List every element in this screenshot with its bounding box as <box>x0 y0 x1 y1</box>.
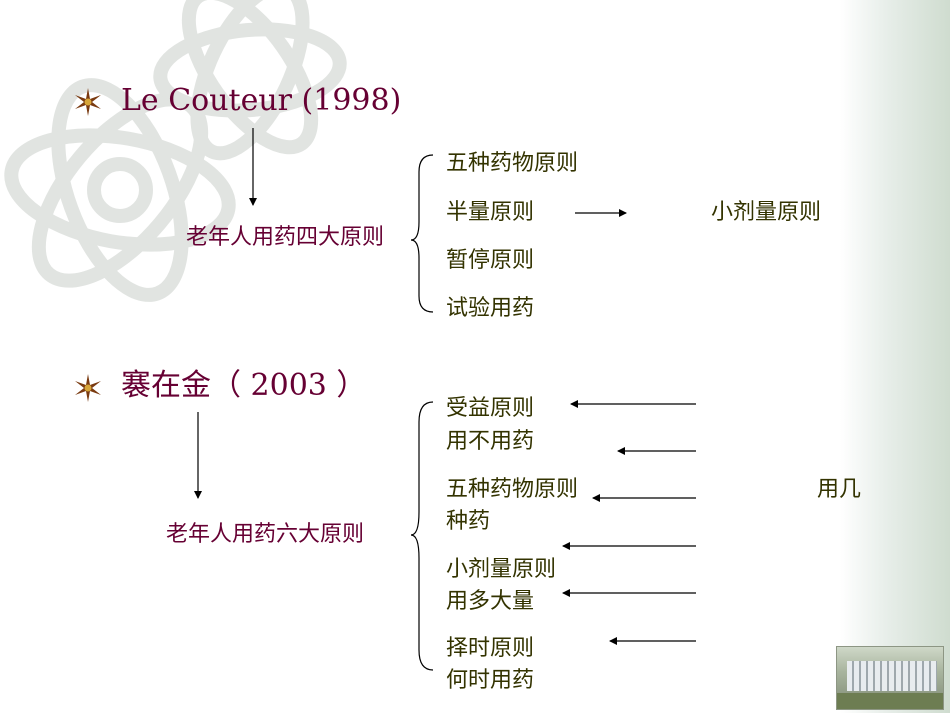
grass-shape <box>837 693 943 709</box>
section2-item-benefit-line2: 用不用药 <box>446 429 535 454</box>
section2-heading: 褰在金（ 2003 ） <box>121 368 367 403</box>
brace-section1 <box>410 154 434 313</box>
section1-item-half-dose: 半量原则 <box>446 200 535 225</box>
background-flower-watermark <box>4 0 347 302</box>
section1-item-low-dose-target: 小剂量原则 <box>711 200 822 225</box>
section2-item-five-drugs: 五种药物原则 <box>446 477 579 502</box>
section1-item-five-drugs: 五种药物原则 <box>446 151 579 176</box>
section1-root-label: 老年人用药四大原则 <box>186 225 385 250</box>
section2-item-timing: 择时原则 <box>446 636 535 661</box>
section2-item-low-dose-line2: 用多大量 <box>446 589 535 614</box>
section2-item-low-dose: 小剂量原则 <box>446 557 557 582</box>
campus-building-thumbnail <box>836 646 944 710</box>
section1-item-trial: 试验用药 <box>446 296 535 321</box>
section2-item-timing-line2: 何时用药 <box>446 668 535 693</box>
background-right-gradient <box>840 0 950 713</box>
starburst-bullet-icon <box>75 88 101 116</box>
section2-root-label: 老年人用药六大原则 <box>166 522 365 547</box>
building-shape <box>847 661 937 691</box>
section2-item-five-drugs-side-note: 用几 <box>817 477 862 502</box>
section1-item-pause: 暂停原则 <box>446 248 535 273</box>
section2-item-benefit: 受益原则 <box>446 396 535 421</box>
brace-section2 <box>410 401 434 671</box>
section1-heading: Le Couteur (1998) <box>121 83 402 118</box>
starburst-bullet-icon <box>75 374 101 402</box>
section2-item-five-drugs-line2: 种药 <box>446 509 491 534</box>
